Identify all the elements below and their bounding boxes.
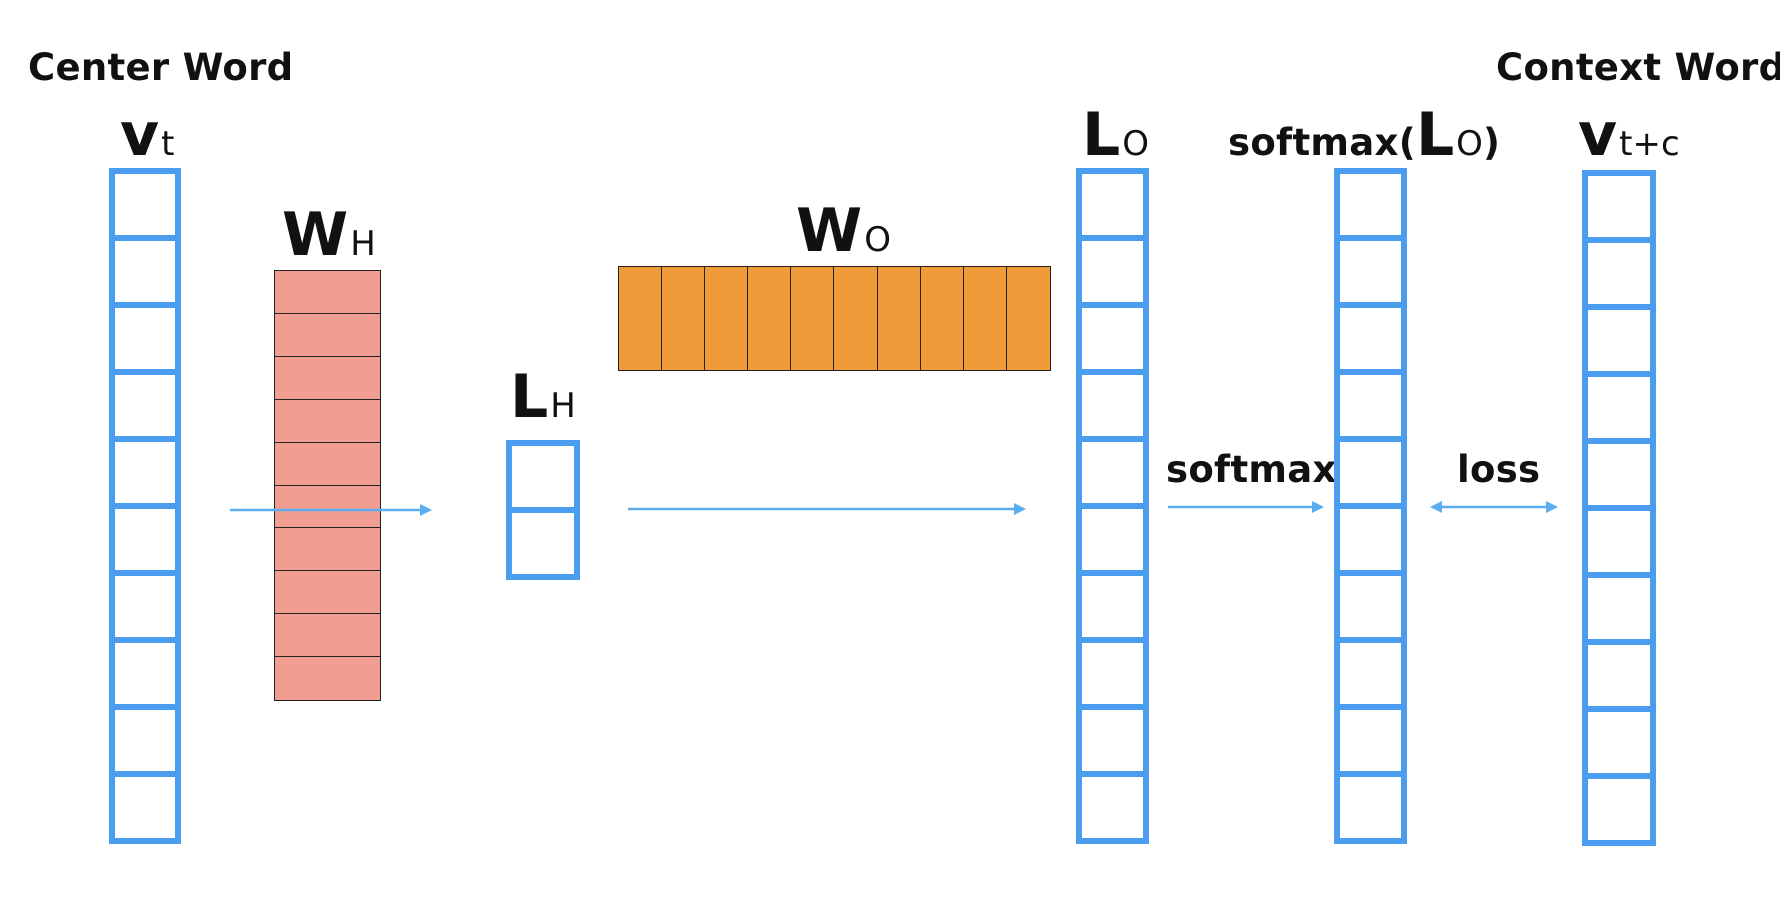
matrix-cell — [919, 266, 965, 371]
vector-cell — [109, 369, 181, 442]
vtc-label: vt+c — [1578, 100, 1680, 170]
vector-cell — [1076, 369, 1149, 442]
center-word-vector — [109, 168, 181, 844]
hidden-weight-matrix — [274, 270, 381, 701]
matrix-cell — [274, 312, 381, 358]
vector-cell — [1582, 304, 1656, 377]
context-word-vector — [1582, 170, 1656, 846]
center-word-label: Center Word — [28, 46, 294, 89]
lo-label: LO — [1082, 100, 1149, 170]
vector-cell — [1582, 170, 1656, 243]
matrix-cell — [274, 355, 381, 401]
matrix-cell — [962, 266, 1008, 371]
matrix-cell — [704, 266, 749, 371]
vector-cell — [109, 637, 181, 710]
vector-cell — [1076, 771, 1149, 844]
matrix-cell — [833, 266, 879, 371]
wh-label: WH — [282, 200, 376, 270]
context-word-label: Context Word — [1496, 46, 1780, 89]
matrix-cell — [747, 266, 792, 371]
vector-cell — [109, 771, 181, 844]
softmax-arrow-label: softmax — [1166, 448, 1337, 491]
softmax-lo-label: softmax(LO) — [1228, 100, 1501, 170]
loss-arrow-label: loss — [1457, 448, 1541, 491]
vector-cell — [109, 570, 181, 643]
matrix-cell — [274, 656, 381, 701]
vector-cell — [1582, 773, 1656, 846]
vector-cell — [109, 704, 181, 777]
matrix-cell — [274, 484, 381, 530]
softmax-output-vector — [1334, 168, 1407, 844]
vt-label: vt — [120, 100, 175, 170]
matrix-cell — [274, 270, 381, 315]
matrix-cell — [1005, 266, 1051, 371]
vector-cell — [1076, 302, 1149, 375]
vector-cell — [1334, 637, 1407, 710]
hidden-layer-vector — [506, 440, 580, 580]
lh-label: LH — [510, 362, 576, 432]
matrix-cell — [618, 266, 663, 371]
vector-cell — [1334, 771, 1407, 844]
matrix-cell — [790, 266, 836, 371]
output-layer-vector — [1076, 168, 1149, 844]
vector-cell — [1334, 369, 1407, 442]
vector-cell — [506, 507, 580, 580]
wo-label: WO — [796, 196, 891, 266]
output-weight-matrix — [618, 266, 1051, 371]
